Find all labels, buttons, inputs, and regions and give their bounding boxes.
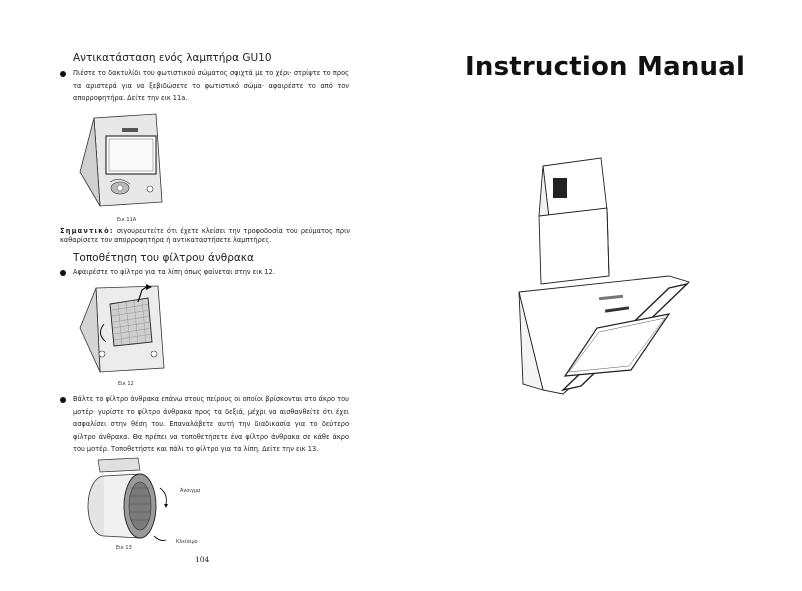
important-label: Σημαντικό: — [60, 227, 114, 235]
chimney-cooker-hood-illustration — [518, 157, 690, 395]
left-page: Αντικατάσταση ενός λαμπτήρα GU10 Πιέστε … — [60, 52, 350, 564]
grease-filter-removal-illustration — [79, 284, 165, 373]
right-page: Instruction Manual — [401, 0, 802, 591]
carbon-filter-motor-illustration — [87, 457, 168, 541]
hood-lamp-replacement-illustration — [79, 113, 163, 207]
carbon-filter-install-text: Βάλτε το φίλτρο άνθρακα επάνω στους πείρ… — [73, 395, 349, 453]
page-number: 104 — [195, 555, 210, 564]
open-label: Άνοιγμα — [180, 488, 201, 494]
close-label: Κλείσιμο — [176, 539, 198, 545]
section-title-carbon-filter: Τοποθέτηση του φίλτρου άνθρακα — [73, 252, 254, 264]
lamp-replacement-text: Πιέστε το δακτυλίδι του φωτιστικού σώματ… — [73, 69, 349, 102]
figure-11a-caption: Εικ 11Α — [117, 217, 137, 223]
important-text: σιγουρευτείτε ότι έχετε κλείσει την τροφ… — [60, 227, 350, 244]
manual-title: Instruction Manual — [465, 52, 746, 82]
figure-12-caption: Εικ 12 — [118, 381, 134, 387]
grease-filter-removal-text: Αφαιρέστε το φίλτρο για τα λίπη όπως φαί… — [73, 268, 275, 276]
bullet-icon — [60, 397, 66, 403]
figure-13-caption: Εικ 13 — [116, 545, 132, 551]
bullet-icon — [60, 270, 66, 276]
section-title-lamp-replacement: Αντικατάσταση ενός λαμπτήρα GU10 — [73, 52, 272, 64]
bullet-icon — [60, 71, 66, 77]
important-note: Σημαντικό: σιγουρευτείτε ότι έχετε κλείσ… — [60, 227, 350, 245]
